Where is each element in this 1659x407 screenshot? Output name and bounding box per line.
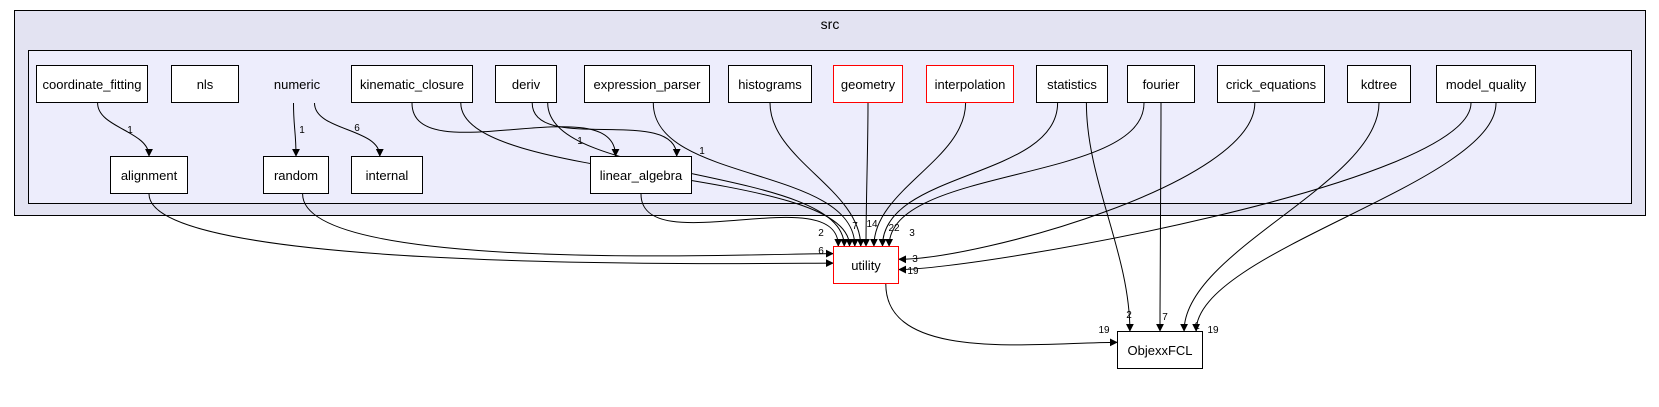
edge-kdtree-ObjexxFCL [1180,102,1380,332]
edge-alignment-utility [148,193,834,268]
edge-histograms-utility [769,102,865,247]
node-internal[interactable]: internal [351,156,423,194]
node-kinematic_closure[interactable]: kinematic_closure [351,65,473,103]
node-geometry[interactable]: geometry [833,65,903,103]
edge-model_quality-utility [898,102,1472,274]
node-fourier[interactable]: fourier [1127,65,1195,103]
edge-random-utility [302,193,834,258]
edge-expression_parser-utility [652,102,859,247]
edge-deriv-utility [547,102,849,247]
node-ObjexxFCL[interactable]: ObjexxFCL [1117,331,1203,369]
node-crick_equations[interactable]: crick_equations [1217,65,1325,103]
node-expression_parser[interactable]: expression_parser [584,65,710,103]
node-linear_algebra[interactable]: linear_algebra [590,156,692,194]
node-random[interactable]: random [263,156,329,194]
node-statistics[interactable]: statistics [1036,65,1108,103]
node-deriv[interactable]: deriv [495,65,557,103]
node-histograms[interactable]: histograms [728,65,812,103]
node-interpolation[interactable]: interpolation [926,65,1014,103]
node-nls[interactable]: nls [171,65,239,103]
node-model_quality[interactable]: model_quality [1436,65,1536,103]
edge-statistics-ObjexxFCL [1085,102,1134,332]
edge-interpolation-utility [869,102,967,247]
edge-kinematic_closure-linear_algebra [411,102,620,157]
edge-geometry-utility [862,102,871,247]
edge-statistics-utility [878,102,1059,247]
node-alignment[interactable]: alignment [110,156,188,194]
edge-deriv-linear_algebra [531,102,681,157]
node-numeric: numeric [273,76,321,92]
edge-linear_algebra-utility [640,193,843,247]
edge-numeric-random [291,102,300,157]
node-utility[interactable]: utility [833,246,899,284]
cluster-src-label: src [820,16,840,32]
edge-model_quality-ObjexxFCL [1192,102,1497,332]
node-coordinate_fitting[interactable]: coordinate_fitting [36,65,148,103]
edge-numeric-internal [314,102,384,157]
node-kdtree[interactable]: kdtree [1347,65,1411,103]
edge-fourier-utility [885,102,1145,247]
edge-fourier-ObjexxFCL [1156,102,1165,332]
edge-utility-ObjexxFCL [885,283,1118,347]
edge-coordinate_fitting-alignment [97,102,153,157]
